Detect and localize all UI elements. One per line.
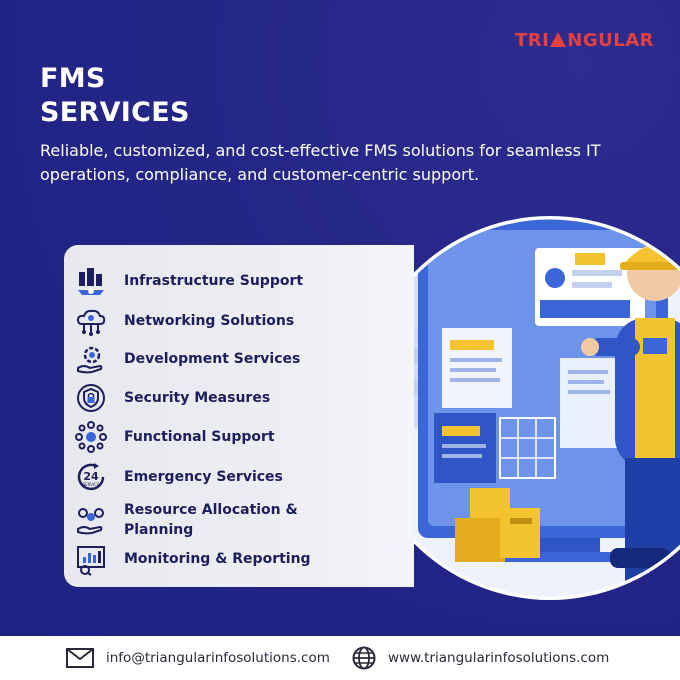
functional-support-icon <box>74 420 108 454</box>
footer-website-text[interactable]: www.triangularinfosolutions.com <box>388 650 610 666</box>
service-item-security[interactable]: Security Measures <box>74 381 270 415</box>
footer-email-text[interactable]: info@triangularinfosolutions.com <box>106 650 330 666</box>
service-item-development[interactable]: Development Services <box>74 342 300 376</box>
service-label: Development Services <box>124 351 301 367</box>
poster-banner: TRI NGULAR FMS SERVICES Reliable, custom… <box>0 0 680 636</box>
service-label: Infrastructure Support <box>124 273 304 289</box>
service-label: Resource Allocation & Planning <box>124 502 298 538</box>
service-label: Networking Solutions <box>124 313 295 329</box>
resource-allocation-icon <box>74 503 108 537</box>
emergency-24-icon: 24 SERVICE <box>74 460 108 494</box>
page-subtitle: Reliable, customized, and cost-effective… <box>40 141 601 184</box>
monitoring-icon <box>74 542 108 576</box>
logo-text-left: TRI <box>514 30 550 51</box>
icon-24-text: 24 <box>83 470 99 483</box>
service-item-resource-allocation[interactable]: Resource Allocation & Planning <box>74 500 304 540</box>
networking-icon <box>74 304 108 338</box>
service-label: Functional Support <box>124 429 275 445</box>
globe-icon <box>352 646 376 670</box>
footer-website[interactable]: www.triangularinfosolutions.com <box>352 646 609 670</box>
page-title: FMS SERVICES <box>40 62 190 130</box>
service-label: Emergency Services <box>124 469 283 485</box>
title-line-2: SERVICES <box>40 97 190 128</box>
development-icon <box>74 342 108 376</box>
service-item-emergency[interactable]: 24 SERVICE Emergency Services <box>74 460 283 494</box>
mail-icon <box>66 648 94 668</box>
logo-triangle-icon <box>550 32 567 47</box>
service-item-infrastructure[interactable]: Infrastructure Support <box>74 264 303 298</box>
service-label: Monitoring & Reporting <box>124 551 311 567</box>
service-item-functional-support[interactable]: Functional Support <box>74 420 275 454</box>
logo-text-right: NGULAR <box>567 30 654 51</box>
service-item-networking[interactable]: Networking Solutions <box>74 304 294 338</box>
brand-logo[interactable]: TRI NGULAR <box>515 30 654 51</box>
infrastructure-icon <box>74 264 108 298</box>
service-item-monitoring[interactable]: Monitoring & Reporting <box>74 542 311 576</box>
icon-24-subtext: SERVICE <box>83 482 100 487</box>
services-panel <box>64 245 414 587</box>
footer-bar: info@triangularinfosolutions.com www.tri… <box>0 636 680 680</box>
service-label: Security Measures <box>124 390 271 406</box>
security-icon <box>74 381 108 415</box>
footer-email[interactable]: info@triangularinfosolutions.com <box>66 648 330 668</box>
title-line-1: FMS <box>40 63 106 94</box>
